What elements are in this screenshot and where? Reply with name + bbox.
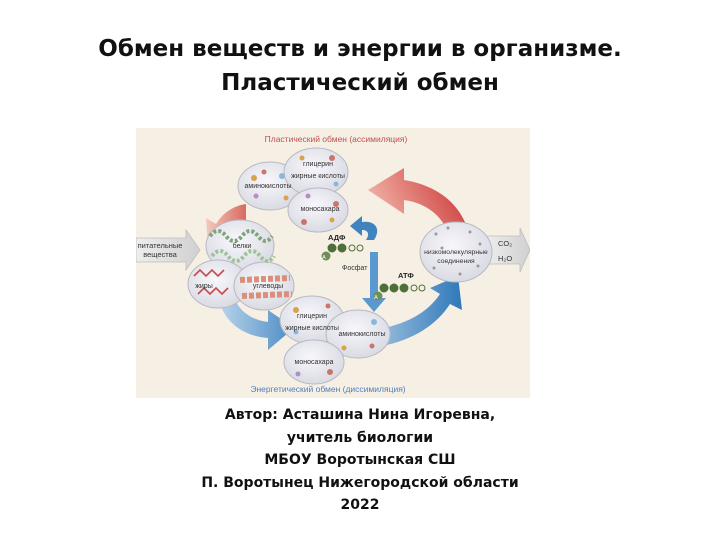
adp-a-mark: A — [322, 255, 326, 261]
author-school: МБОУ Воротынская СШ — [264, 452, 456, 468]
output-arrow — [485, 227, 530, 273]
dissimilation-label: Энергетический обмен (диссимиляция) — [250, 384, 405, 394]
bottom-amino-acids-label: аминокислоты — [339, 331, 386, 338]
atp-adp-cycle — [321, 216, 426, 312]
low-molecular-label-2: соединения — [437, 258, 475, 265]
author-location: П. Воротынец Нижегородской области — [201, 474, 519, 491]
bottom-fatty-acids-label: жирные кислоты — [285, 325, 339, 332]
low-molecular-label-1: низкомолекулярные — [424, 249, 488, 256]
nutrients-label-1: питательные — [138, 241, 183, 250]
slide-title-line-1: Обмен веществ и энергии в организме. — [98, 36, 622, 62]
author-position: учитель биологии — [286, 429, 434, 446]
metabolism-diagram-svg: Пластический обмен (ассимиляция) питател… — [136, 134, 530, 394]
assimilation-arrow-right — [368, 168, 471, 246]
author-name: Автор: Асташина Нина Игоревна, — [224, 407, 496, 423]
bottom-glycerol-label: глицерин — [297, 313, 327, 320]
adp-label: АДФ — [328, 233, 346, 242]
metabolism-diagram: Пластический обмен (ассимиляция) питател… — [136, 128, 530, 398]
author-block: Автор: Асташина Нина Игоревна, учитель б… — [0, 404, 720, 517]
macromolecule-cluster — [187, 219, 295, 311]
bottom-cell-cluster — [279, 295, 391, 385]
bottom-monosaccharides-label: моносахара — [295, 359, 334, 366]
proteins-label: белки — [233, 242, 252, 250]
co2-label: CO₂ — [498, 239, 512, 248]
top-glycerol-label: глицерин — [303, 161, 333, 168]
h2o-label: H₂O — [498, 254, 512, 263]
atp-a-mark: A — [374, 295, 378, 301]
nutrients-label-2: вещества — [143, 250, 177, 259]
slide-title-line-2: Пластический обмен — [221, 70, 499, 96]
dissimilation-arrow-left — [220, 298, 294, 350]
top-cell-cluster — [237, 147, 349, 233]
assimilation-label: Пластический обмен (ассимиляция) — [265, 134, 408, 144]
top-monosaccharides-label: моносахара — [301, 206, 340, 213]
nutrients-arrow — [136, 228, 201, 272]
author-year: 2022 — [340, 497, 380, 513]
phosphate-label: Фосфат — [342, 265, 368, 272]
top-fatty-acids-label: жирные кислоты — [291, 173, 345, 180]
fats-label: жиры — [195, 283, 213, 290]
slide-title: Обмен веществ и энергии в организме. Пла… — [0, 32, 720, 100]
top-amino-acids-label: аминокислоты — [245, 183, 292, 190]
low-molecular-cell — [419, 221, 493, 283]
atp-label: АТФ — [398, 271, 414, 280]
carbohydrates-label: углеводы — [253, 283, 283, 290]
